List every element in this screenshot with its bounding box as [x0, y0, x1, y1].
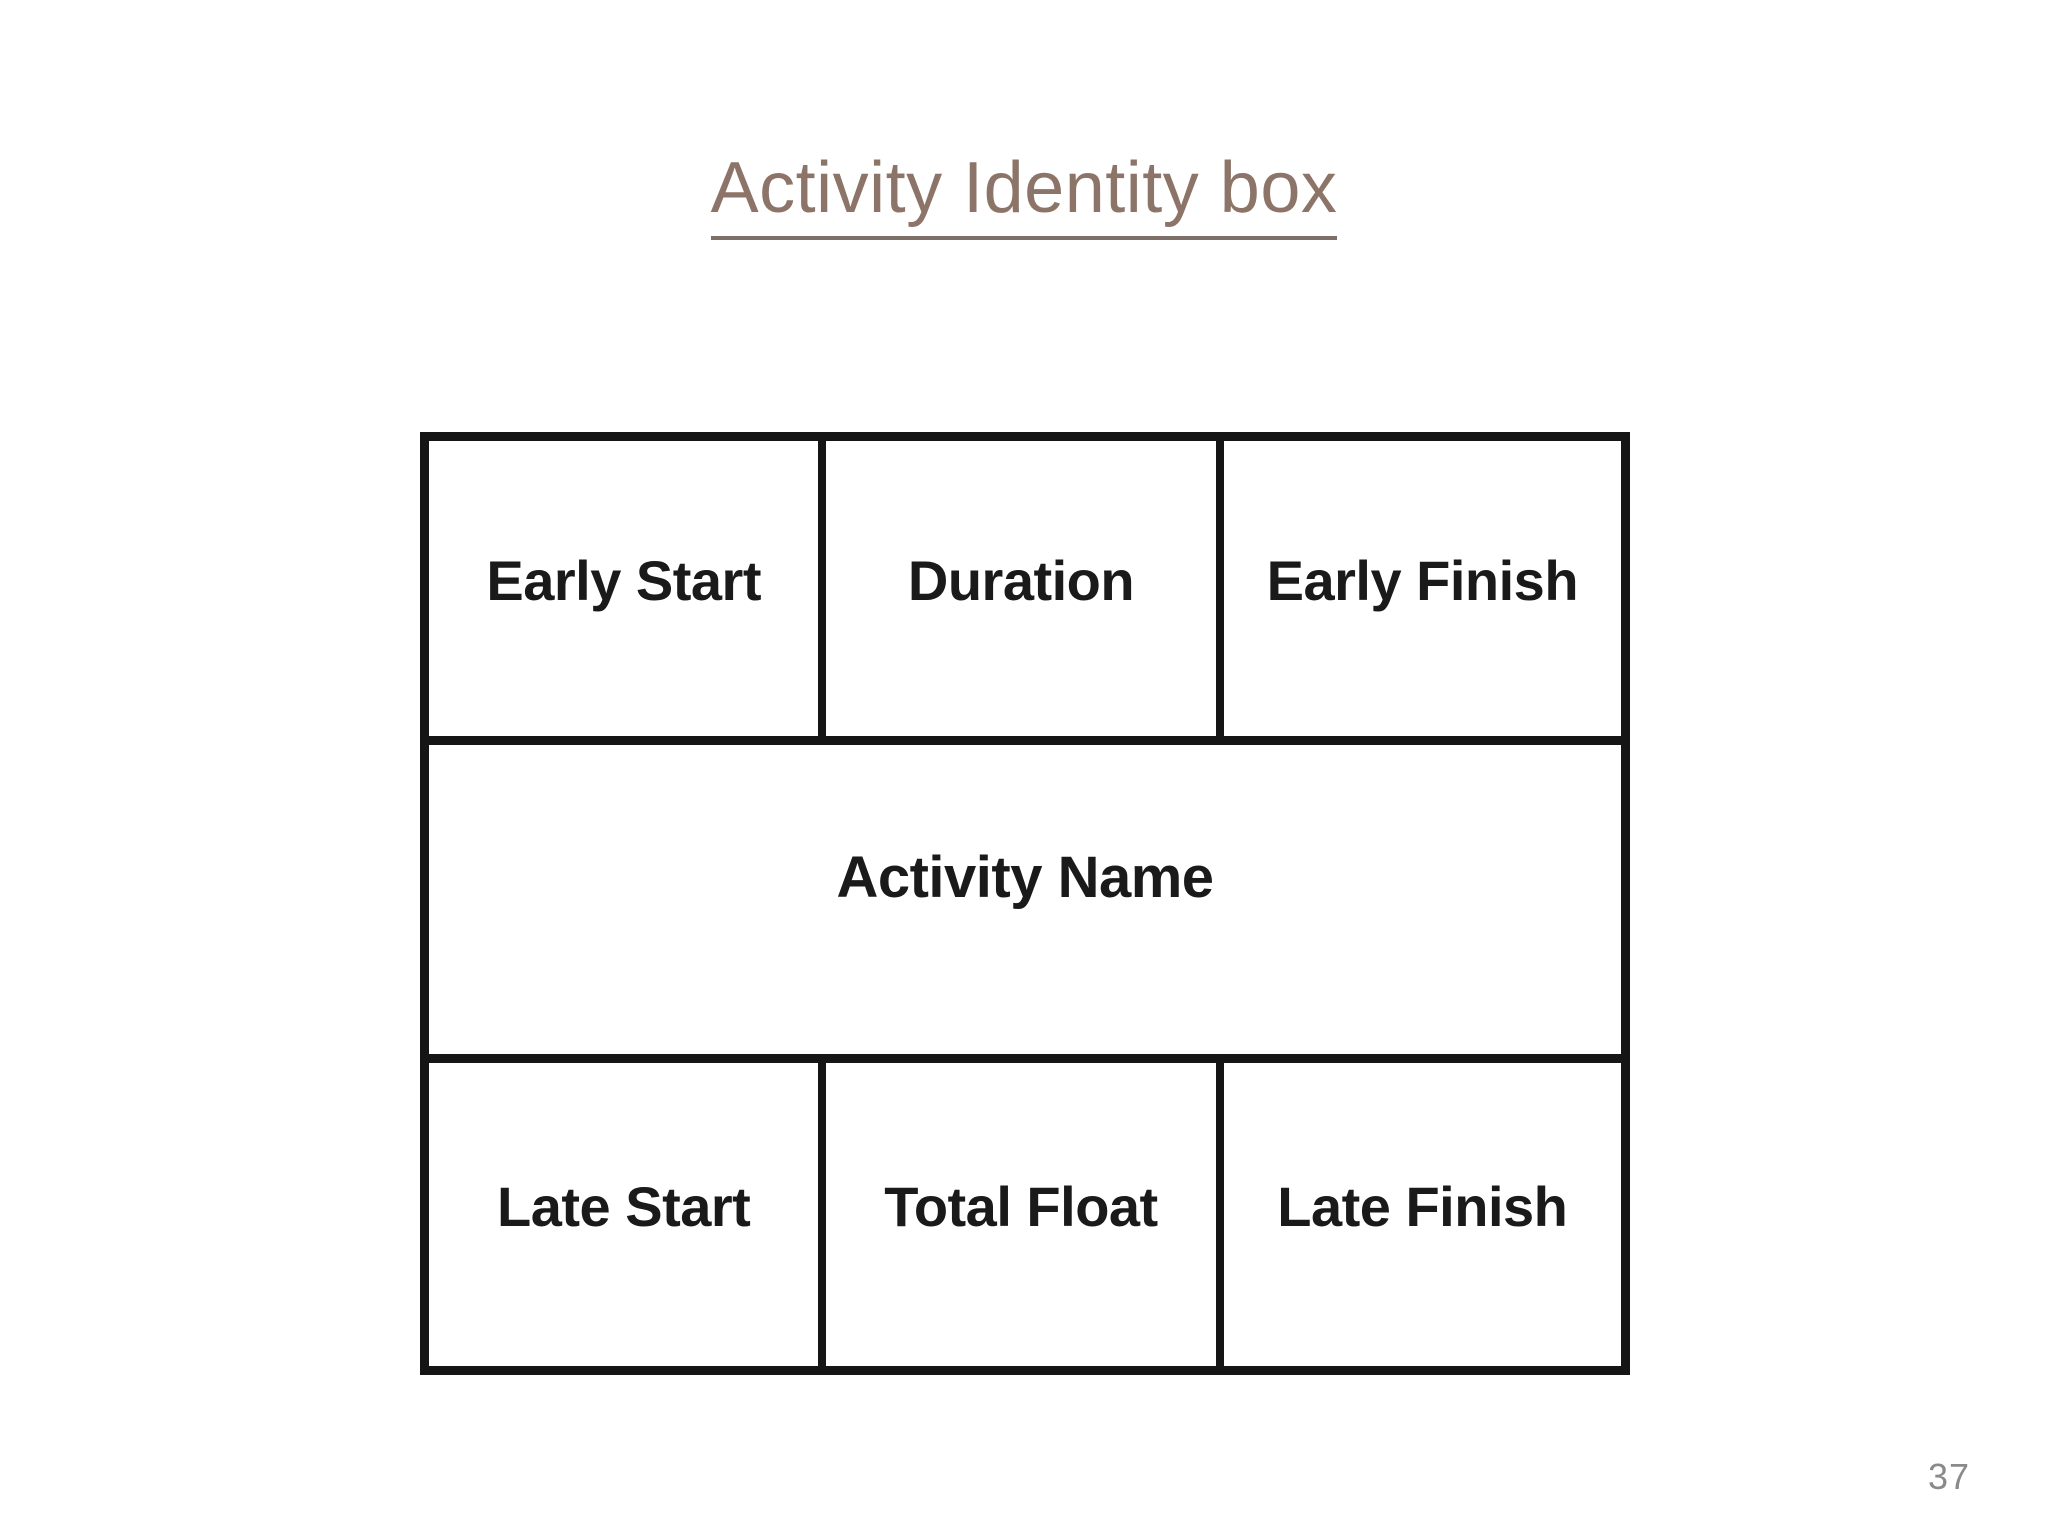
cell-duration: Duration — [826, 441, 1224, 736]
page-title: Activity Identity box — [710, 152, 1338, 240]
cell-total-float-label: Total Float — [884, 1174, 1158, 1238]
cell-total-float: Total Float — [826, 1063, 1224, 1366]
activity-box-bottom-row: Late Start Total Float Late Finish — [429, 1063, 1621, 1366]
cell-early-finish: Early Finish — [1223, 441, 1621, 736]
cell-early-start-label: Early Start — [486, 548, 761, 612]
cell-late-finish-label: Late Finish — [1277, 1174, 1568, 1238]
activity-box-top-row: Early Start Duration Early Finish — [429, 441, 1621, 745]
activity-identity-box-diagram: Early Start Duration Early Finish Activi… — [420, 432, 1630, 1375]
page-number: 37 — [1927, 1456, 1970, 1497]
cell-late-finish: Late Finish — [1223, 1063, 1621, 1366]
cell-late-start-label: Late Start — [497, 1174, 751, 1238]
cell-activity-name-label: Activity Name — [836, 844, 1214, 910]
cell-late-start: Late Start — [429, 1063, 827, 1366]
activity-box-middle-row: Activity Name — [429, 745, 1621, 1063]
cell-duration-label: Duration — [907, 548, 1135, 612]
cell-activity-name: Activity Name — [429, 745, 1621, 1054]
cell-early-finish-label: Early Finish — [1266, 548, 1579, 612]
cell-early-start: Early Start — [429, 441, 827, 736]
title-container: Activity Identity box — [0, 152, 2048, 240]
